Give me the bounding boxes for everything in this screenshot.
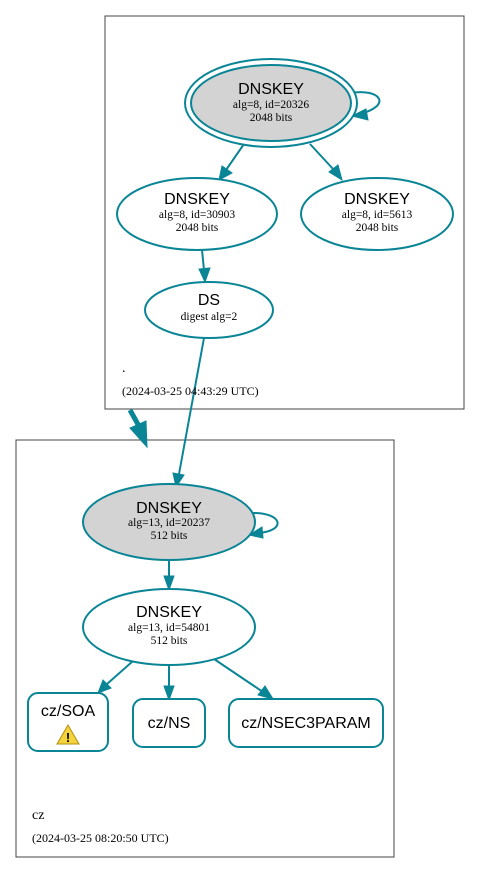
node-cz-soa[interactable]: cz/SOA !	[27, 692, 109, 752]
node-type-label: DS	[198, 292, 220, 309]
edge-root-ksk-to-zsk1	[218, 143, 245, 181]
node-detail-label: alg=13, id=54801	[128, 622, 210, 634]
node-label: cz/SOA	[41, 703, 96, 720]
delegation-arrow	[127, 408, 148, 449]
node-type-label: DNSKEY	[136, 604, 202, 621]
node-size-label: 512 bits	[151, 530, 188, 542]
zone-name-cz: cz	[32, 808, 44, 823]
zone-box-cz	[15, 439, 395, 858]
node-root-zsk-30903[interactable]: DNSKEY alg=8, id=30903 2048 bits	[116, 177, 278, 251]
edge-cz-zsk-to-nsec3param	[213, 658, 275, 700]
zone-box-root	[104, 15, 465, 410]
node-root-ds[interactable]: DS digest alg=2	[144, 281, 274, 339]
zone-timestamp-root: (2024-03-25 04:43:29 UTC)	[122, 384, 259, 398]
node-cz-nsec3param[interactable]: cz/NSEC3PARAM	[228, 698, 384, 748]
node-root-ksk[interactable]: DNSKEY alg=8, id=20326 2048 bits	[184, 58, 358, 148]
edge-cz-zsk-to-ns	[163, 665, 175, 702]
node-size-label: 2048 bits	[250, 112, 293, 124]
edge-root-ksk-to-zsk2	[309, 143, 343, 182]
node-detail-label: alg=8, id=20326	[233, 99, 309, 111]
node-label: cz/NS	[148, 715, 191, 732]
node-cz-zsk[interactable]: DNSKEY alg=13, id=54801 512 bits	[82, 588, 256, 666]
edge-cz-ksk-to-zsk	[163, 560, 175, 592]
node-detail-label: alg=13, id=20237	[128, 517, 210, 529]
warning-glyph: !	[66, 730, 70, 745]
edge-root-ds-to-cz-ksk	[172, 337, 205, 489]
node-detail-label: alg=8, id=30903	[159, 209, 235, 221]
node-type-label: DNSKEY	[344, 191, 410, 208]
node-type-label: DNSKEY	[164, 191, 230, 208]
node-cz-ksk[interactable]: DNSKEY alg=13, id=20237 512 bits	[82, 483, 256, 561]
node-type-label: DNSKEY	[238, 81, 304, 98]
zone-name-root: .	[122, 361, 126, 376]
node-size-label: 2048 bits	[176, 222, 219, 234]
node-label: cz/NSEC3PARAM	[241, 715, 371, 732]
zone-timestamp-cz: (2024-03-25 08:20:50 UTC)	[32, 831, 169, 845]
node-detail-label: digest alg=2	[181, 311, 238, 323]
self-loop-cz-ksk	[247, 511, 279, 539]
node-root-zsk-5613[interactable]: DNSKEY alg=8, id=5613 2048 bits	[300, 177, 454, 251]
warning-icon: !	[56, 724, 80, 745]
self-loop-root-ksk	[349, 91, 381, 121]
node-size-label: 2048 bits	[356, 222, 399, 234]
edge-cz-zsk-to-soa	[97, 660, 134, 694]
node-size-label: 512 bits	[151, 635, 188, 647]
node-detail-label: alg=8, id=5613	[342, 209, 413, 221]
edge-root-zsk1-to-ds	[198, 249, 211, 284]
node-type-label: DNSKEY	[136, 500, 202, 517]
node-cz-ns[interactable]: cz/NS	[132, 698, 206, 748]
